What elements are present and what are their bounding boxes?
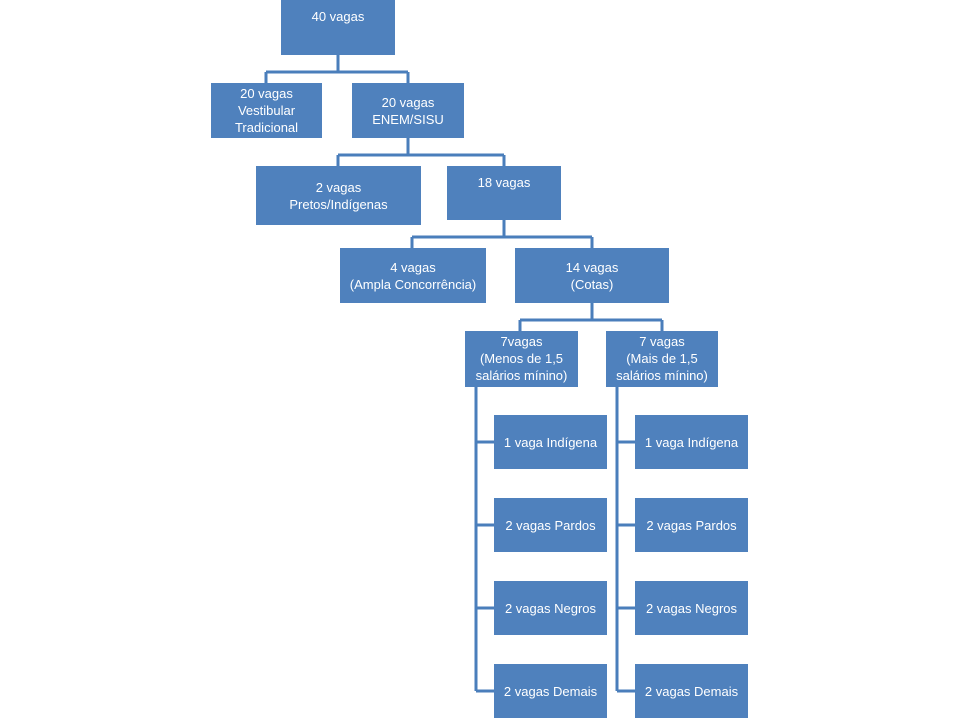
node-mais-indigena: 1 vaga Indígena (635, 415, 748, 469)
node-40-vagas: 40 vagas (281, 0, 395, 55)
node-ampla-concorrencia: 4 vagas (Ampla Concorrência) (340, 248, 486, 303)
node-pretos-indigenas: 2 vagas Pretos/Indígenas (256, 166, 421, 225)
node-18-vagas: 18 vagas (447, 166, 561, 220)
node-menos-de-1-5: 7vagas (Menos de 1,5 salários mínino) (465, 331, 578, 387)
node-menos-indigena: 1 vaga Indígena (494, 415, 607, 469)
node-menos-demais: 2 vagas Demais (494, 664, 607, 718)
node-mais-demais: 2 vagas Demais (635, 664, 748, 718)
node-cotas: 14 vagas (Cotas) (515, 248, 669, 303)
node-menos-pardos: 2 vagas Pardos (494, 498, 607, 552)
node-menos-negros: 2 vagas Negros (494, 581, 607, 635)
node-mais-pardos: 2 vagas Pardos (635, 498, 748, 552)
node-mais-de-1-5: 7 vagas (Mais de 1,5 salários mínino) (606, 331, 718, 387)
node-enem-sisu: 20 vagas ENEM/SISU (352, 83, 464, 138)
node-vestibular-tradicional: 20 vagas Vestibular Tradicional (211, 83, 322, 138)
node-mais-negros: 2 vagas Negros (635, 581, 748, 635)
